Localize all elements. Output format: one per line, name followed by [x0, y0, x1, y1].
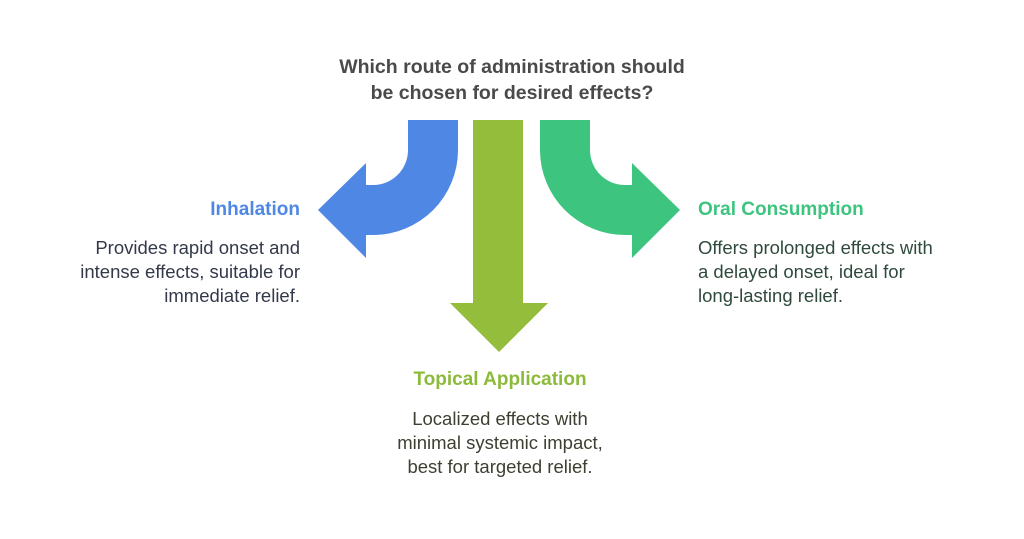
oral-title: Oral Consumption [698, 199, 864, 220]
topical-arrow-icon [450, 120, 548, 352]
description-line: Localized effects with [412, 408, 588, 429]
diagram-question: Which route of administration should be … [300, 54, 724, 106]
oral-description: Offers prolonged effects with a delayed … [698, 236, 1008, 308]
topical-title: Topical Application [413, 369, 587, 390]
inhalation-description: Provides rapid onset and intense effects… [0, 236, 300, 308]
description-line: long-lasting relief. [698, 285, 843, 306]
description-line: immediate relief. [164, 285, 300, 306]
question-line-1: Which route of administration should [339, 56, 685, 78]
inhalation-title: Inhalation [210, 199, 300, 220]
topical-description: Localized effects with minimal systemic … [340, 407, 660, 479]
description-line: intense effects, suitable for [80, 261, 300, 282]
description-line: best for targeted relief. [407, 456, 593, 477]
description-line: minimal systemic impact, [397, 432, 603, 453]
description-line: Offers prolonged effects with [698, 237, 933, 258]
description-line: a delayed onset, ideal for [698, 261, 905, 282]
inhalation-arrow-icon [318, 120, 458, 258]
question-line-2: be chosen for desired effects? [370, 82, 654, 104]
oral-arrow-icon [540, 120, 680, 258]
description-line: Provides rapid onset and [95, 237, 300, 258]
